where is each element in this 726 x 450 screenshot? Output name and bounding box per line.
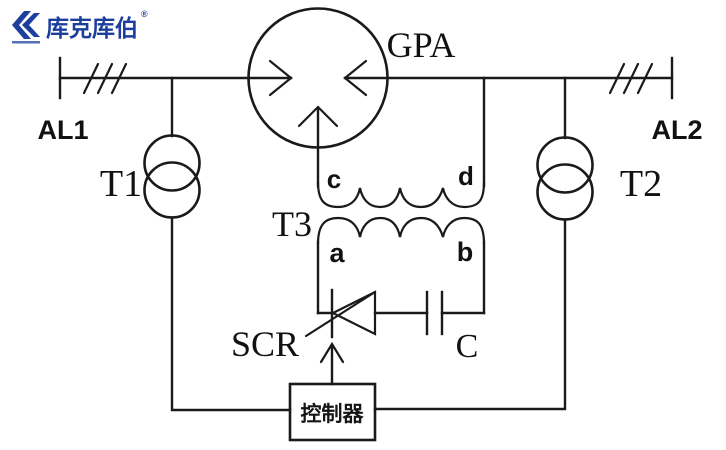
controller-label: 控制器 (301, 402, 365, 426)
al2-label: AL2 (651, 115, 702, 145)
terminal-b-label: b (457, 237, 474, 267)
capacitor-symbol (425, 290, 486, 336)
gpa-symbol (247, 7, 389, 188)
logo-subtext-bar (12, 41, 40, 44)
t2-label: T2 (620, 163, 662, 205)
arrow-up-icon (297, 105, 339, 188)
registered-trademark: ® (141, 9, 148, 19)
arrow-right-icon (268, 59, 293, 97)
terminal-a-label: a (329, 238, 345, 268)
arrow-left-icon (343, 59, 368, 97)
brand-name: 库克库伯 (46, 15, 138, 41)
hatch-marks-right (608, 62, 654, 95)
brand-logo: 库克库伯 ® (12, 9, 148, 44)
hatch-marks-left (82, 62, 128, 95)
winding-lower (316, 216, 486, 246)
scr-gate-lead (304, 290, 377, 338)
terminal-c-label: c (327, 164, 341, 194)
gpa-label: GPA (387, 25, 456, 65)
capacitor-label: C (456, 328, 479, 365)
al1-label: AL1 (37, 115, 88, 145)
winding-upper (316, 180, 486, 209)
scr-triangle (330, 290, 377, 336)
t1-label: T1 (100, 163, 142, 205)
scr-symbol (304, 288, 429, 339)
double-chevron-k-icon (12, 11, 40, 44)
arrow-up-icon (319, 341, 345, 364)
transformer-t2-symbol (373, 76, 594, 411)
transformer-t1-symbol (143, 76, 292, 412)
t3-label: T3 (272, 204, 312, 244)
transformer-t3-symbol (316, 76, 486, 315)
terminal-d-label: d (458, 161, 474, 191)
scr-label: SCR (231, 324, 299, 364)
bus-line (58, 56, 674, 100)
controller-box (288, 341, 377, 442)
